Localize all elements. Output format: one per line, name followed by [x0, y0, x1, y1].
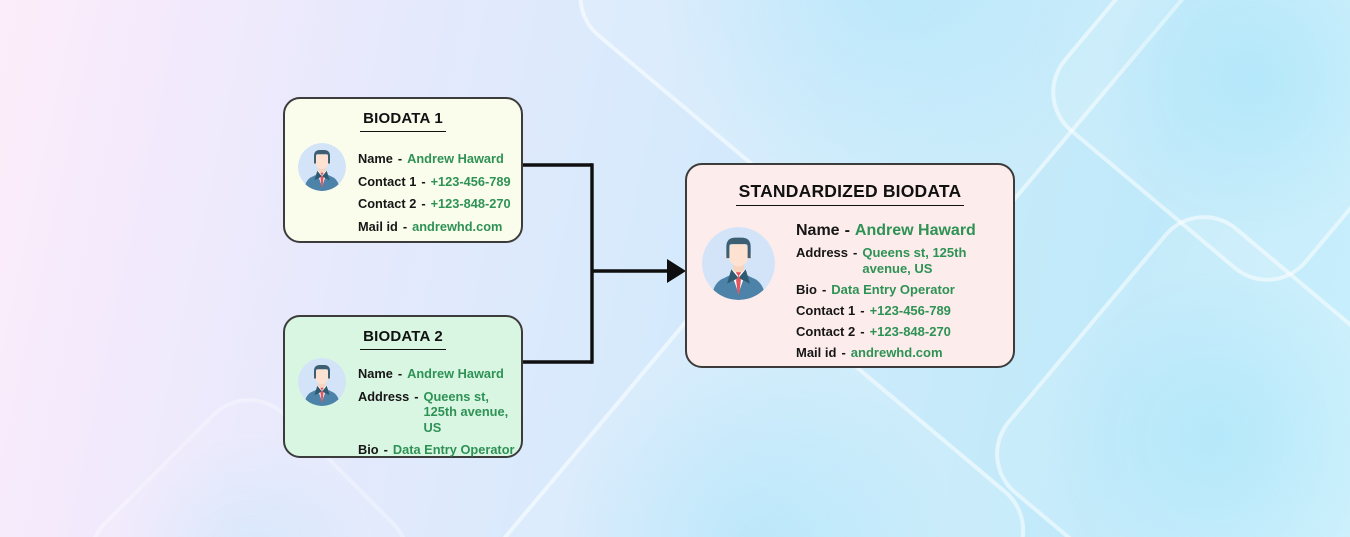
- field-row-name: Name-Andrew Haward: [358, 366, 521, 382]
- separator: -: [860, 303, 865, 318]
- field-row-bio: Bio-Data Entry Operator: [796, 282, 1013, 298]
- biodata2-title: BIODATA 2: [285, 327, 521, 350]
- separator: -: [860, 324, 865, 339]
- field-label: Bio: [358, 442, 379, 457]
- field-label: Name: [358, 366, 393, 381]
- person-avatar-icon: [298, 358, 346, 406]
- standardized-title-text: STANDARDIZED BIODATA: [735, 180, 965, 206]
- standardized-fields: Name-Andrew Haward Address-Queens st, 12…: [796, 221, 1013, 361]
- person-avatar-icon: [298, 143, 346, 191]
- field-label: Contact 1: [358, 173, 417, 189]
- separator: -: [421, 196, 426, 211]
- field-row-name: Name-Andrew Haward: [796, 221, 1013, 240]
- field-label: Mail id: [358, 218, 398, 234]
- field-value: +123-456-789: [430, 173, 511, 189]
- field-row-contact2: Contact 2-+123-848-270: [796, 324, 1013, 340]
- field-value: Queens st, 125th avenue, US: [423, 388, 509, 435]
- biodata2-fields: Name-Andrew Haward Address-Queens st, 12…: [358, 366, 521, 458]
- separator: -: [414, 388, 419, 404]
- field-label: Address: [796, 245, 849, 260]
- field-value: +123-848-270: [869, 324, 951, 339]
- field-label: Contact 1: [796, 303, 856, 318]
- field-row-mailid: Mail id-andrewhd.com: [358, 219, 511, 235]
- field-value: +123-848-270: [430, 196, 511, 211]
- standardized-title: STANDARDIZED BIODATA: [687, 180, 1013, 206]
- field-label: Mail id: [796, 345, 837, 360]
- field-row-address: Address-Queens st, 125th avenue, US: [796, 245, 1013, 277]
- field-value: andrewhd.com: [412, 218, 503, 234]
- field-row-contact1: Contact 1-+123-456-789: [358, 174, 511, 190]
- separator: -: [402, 218, 408, 234]
- separator: -: [821, 282, 827, 297]
- field-value: Queens st, 125th avenue, US: [862, 245, 967, 276]
- field-label: Name: [796, 222, 840, 239]
- biodata1-card: BIODATA 1 Name-Andrew Haward Contact 1-+…: [283, 97, 523, 243]
- field-row-mailid: Mail id-andrewhd.com: [796, 345, 1013, 361]
- field-row-name: Name-Andrew Haward: [358, 151, 511, 167]
- field-label: Address: [358, 388, 410, 404]
- field-label: Name: [358, 151, 393, 166]
- field-value: +123-456-789: [869, 303, 951, 318]
- field-value: Andrew Haward: [854, 222, 976, 239]
- separator: -: [841, 345, 846, 360]
- separator: -: [383, 442, 388, 457]
- arrowhead-icon: [667, 259, 686, 283]
- field-value: Andrew Haward: [407, 366, 504, 381]
- field-row-contact1: Contact 1-+123-456-789: [796, 303, 1013, 319]
- biodata2-card: BIODATA 2 Name-Andrew Haward Address-Que…: [283, 315, 523, 458]
- biodata1-fields: Name-Andrew Haward Contact 1-+123-456-78…: [358, 151, 511, 234]
- field-value: Data Entry Operator: [392, 442, 515, 457]
- separator: -: [421, 173, 426, 189]
- field-row-bio: Bio-Data Entry Operator: [358, 442, 521, 458]
- field-value: andrewhd.com: [850, 345, 943, 360]
- person-avatar-icon: [702, 227, 775, 300]
- separator: -: [397, 366, 403, 381]
- standardized-biodata-card: STANDARDIZED BIODATA Name-Andrew Haward …: [685, 163, 1015, 368]
- field-label: Contact 2: [358, 196, 417, 211]
- biodata1-title: BIODATA 1: [285, 109, 521, 132]
- separator: -: [853, 245, 858, 260]
- field-value: Data Entry Operator: [831, 282, 955, 297]
- field-label: Contact 2: [796, 324, 856, 339]
- field-value: Andrew Haward: [407, 151, 504, 166]
- biodata1-title-text: BIODATA 1: [360, 109, 446, 132]
- biodata2-title-text: BIODATA 2: [360, 327, 446, 350]
- field-label: Bio: [796, 282, 817, 297]
- field-row-address: Address-Queens st, 125th avenue, US: [358, 389, 521, 436]
- field-row-contact2: Contact 2-+123-848-270: [358, 196, 511, 212]
- separator: -: [397, 151, 403, 166]
- separator: -: [844, 222, 850, 239]
